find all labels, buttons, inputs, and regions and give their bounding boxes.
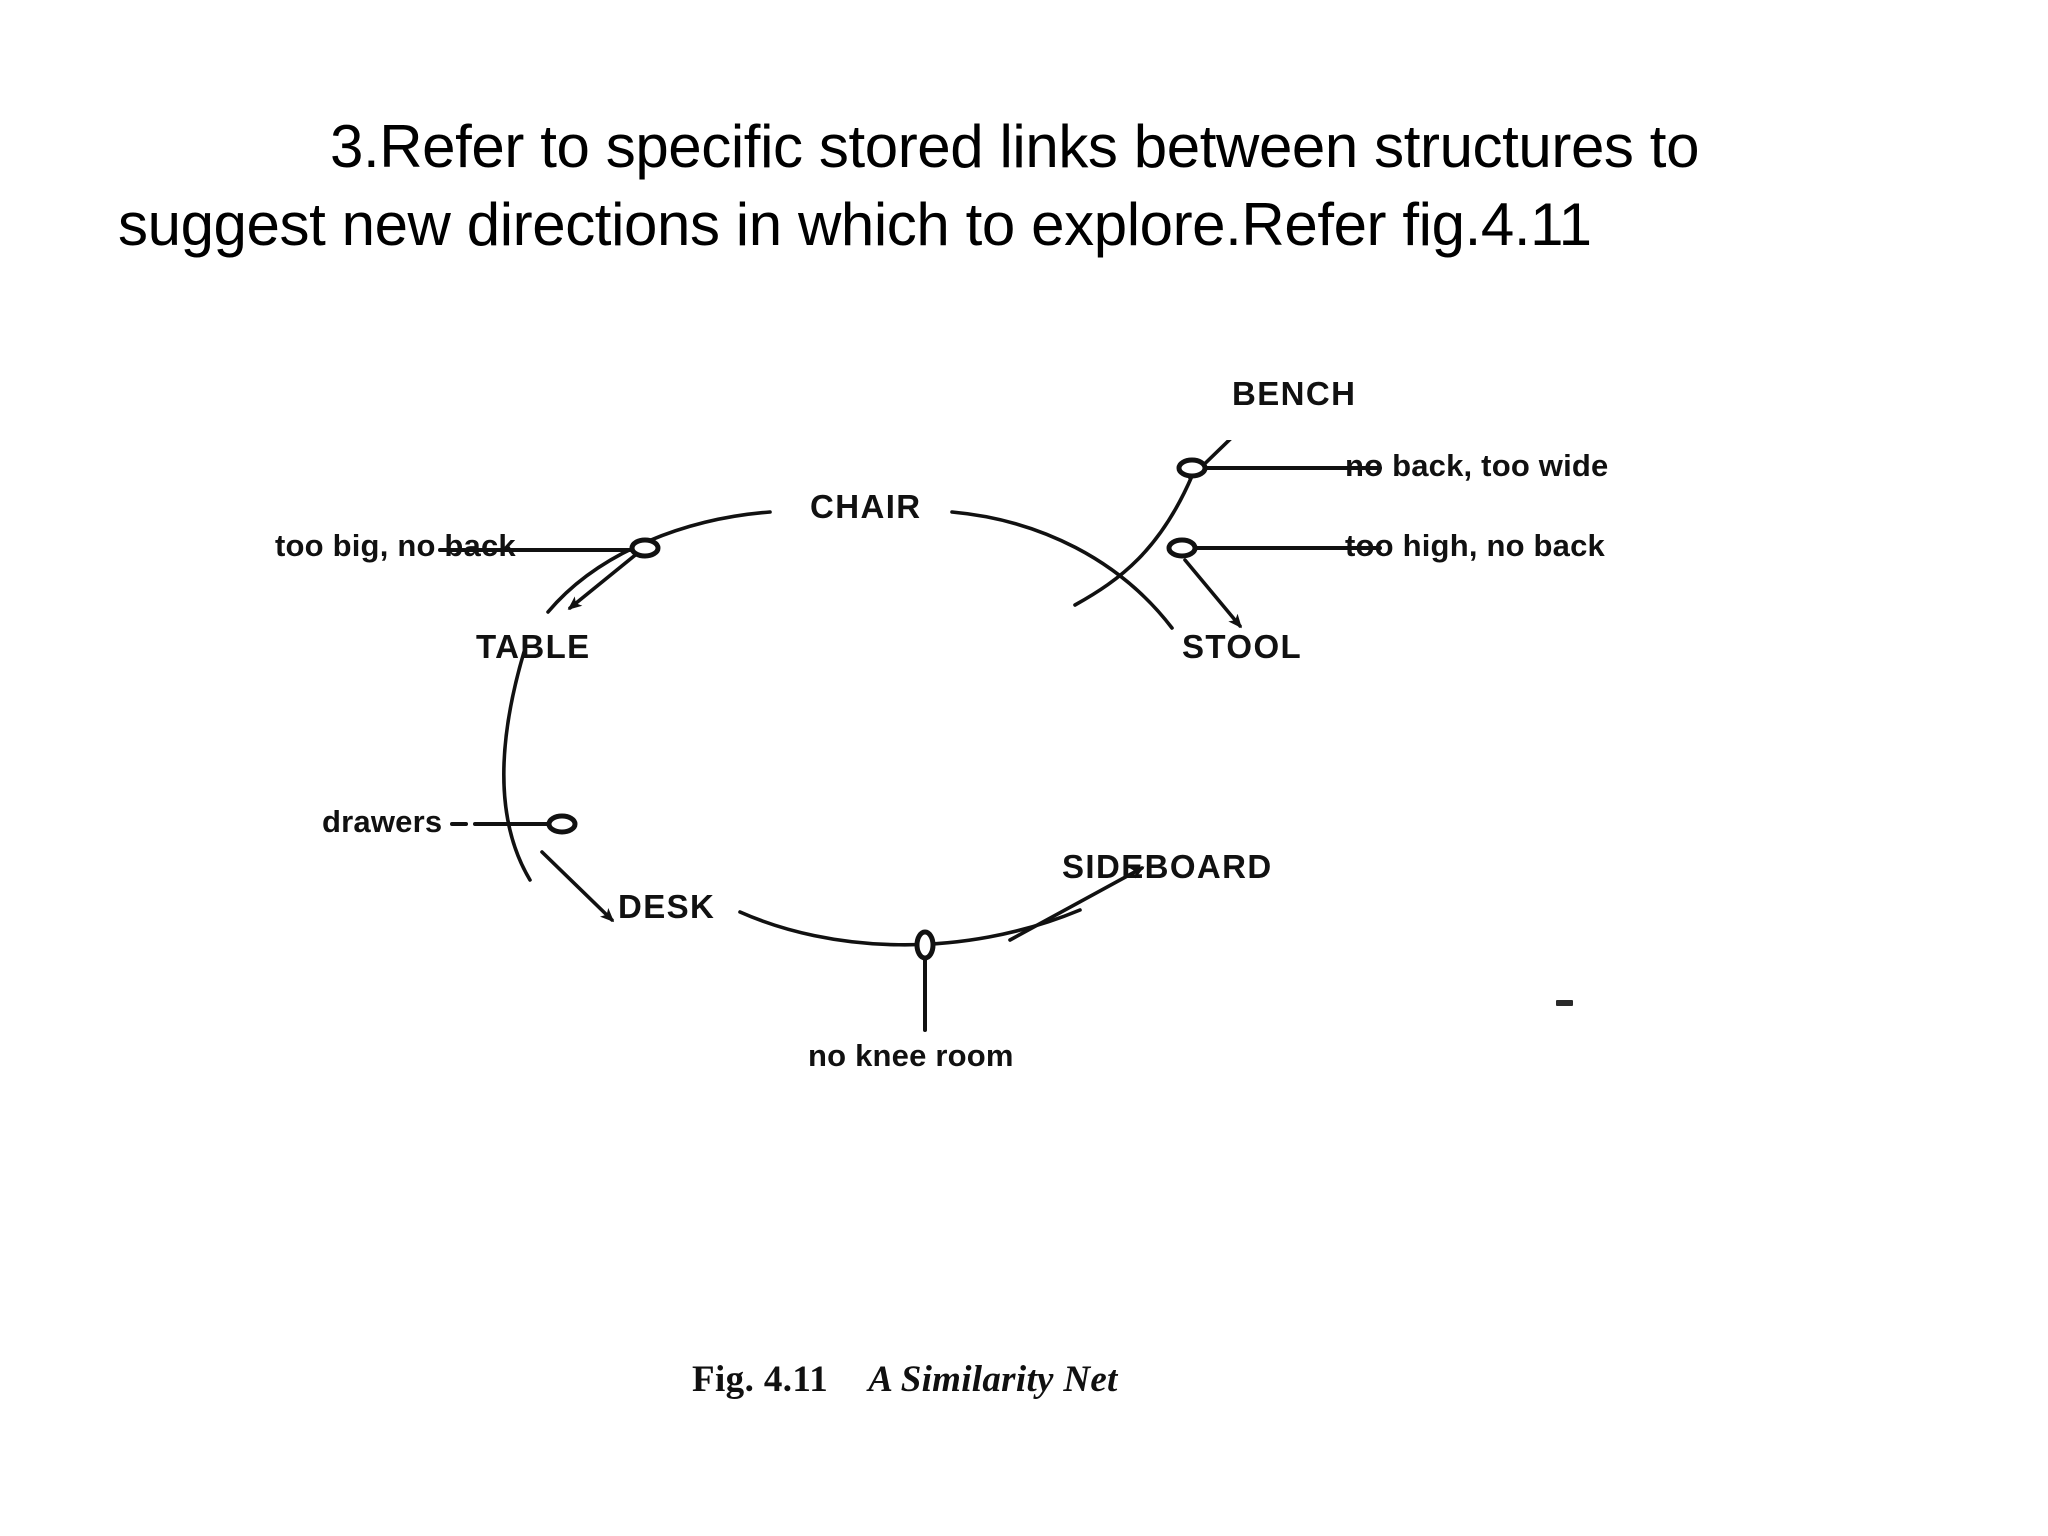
figure-caption: Fig. 4.11 A Similarity Net [692, 1358, 1118, 1401]
arc-table-to-desk [501, 650, 532, 882]
link-label-no-back-too-wide: no back, too wide [1345, 448, 1609, 483]
link-node-drawers [546, 813, 578, 835]
node-label-chair: CHAIR [810, 488, 922, 525]
arrow-chair-stool [1183, 558, 1242, 629]
figure-caption-number: Fig. 4.11 [692, 1359, 829, 1400]
link-node-too-high [1166, 537, 1198, 559]
node-label-sideboard: SIDEBOARD [1062, 848, 1273, 885]
link-node-too-big [629, 537, 661, 559]
arc-chair-to-bench [1073, 474, 1194, 607]
node-label-table: TABLE [476, 628, 591, 665]
link-node-no-knee-room [914, 929, 936, 961]
link-label-drawers: drawers [322, 804, 443, 839]
figure-caption-title: A Similarity Net [868, 1359, 1118, 1400]
arrow-table-desk [540, 850, 615, 923]
link-label-too-high-no-back: too high, no back [1345, 528, 1605, 563]
node-label-bench: BENCH [1232, 375, 1357, 412]
similarity-net-drawing [438, 440, 1382, 1032]
arc-chair-to-stool [950, 510, 1174, 630]
node-label-stool: STOOL [1182, 628, 1303, 665]
link-label-no-knee-room: no knee room [808, 1038, 1014, 1073]
arrow-desk-sideboard [1008, 866, 1145, 942]
net-arcs [438, 440, 1382, 1032]
arrow-chair-table [567, 546, 646, 610]
similarity-net-figure: BENCH CHAIR TABLE STOOL DESK SIDEBOARD n… [0, 375, 2048, 1440]
link-node-no-back-too-wide [1176, 457, 1208, 479]
arc-desk-to-sideboard [738, 908, 1082, 947]
node-label-desk: DESK [618, 888, 716, 925]
scan-artifact-mark [1556, 1000, 1573, 1006]
page-title: 3.Refer to specific stored links between… [118, 113, 1716, 258]
link-label-too-big-no-back: too big, no back [275, 528, 516, 563]
